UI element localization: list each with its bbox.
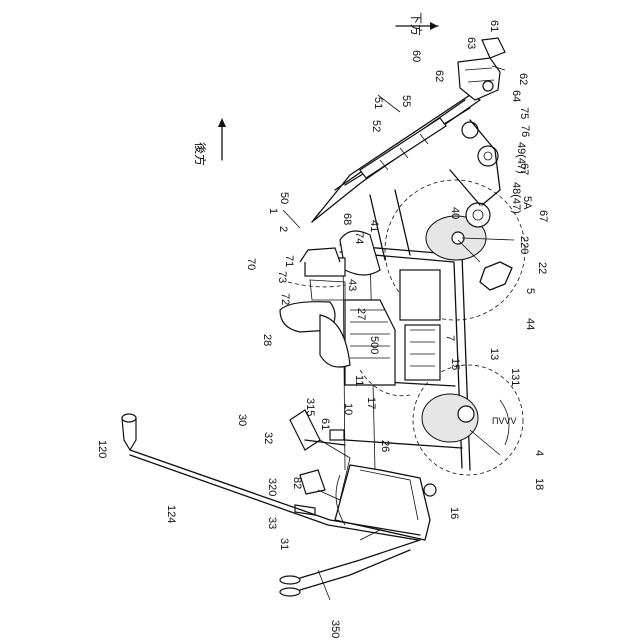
ref-numeral-l_41: 41 — [368, 220, 380, 232]
ref-numeral-l_350: 350 — [329, 620, 341, 638]
engine-44 — [400, 270, 440, 320]
ref-numeral-l_2: 2 — [277, 226, 289, 232]
front-arm-lower — [300, 550, 410, 590]
ref-numeral-l_67b: 67 — [537, 210, 549, 222]
ref-numeral-l_33: 33 — [266, 517, 278, 529]
ref-numeral-l_124: 124 — [165, 505, 177, 523]
front-cowl-inner — [360, 470, 418, 520]
ref-numeral-l_63: 63 — [465, 37, 477, 49]
ref-numeral-l_74: 74 — [353, 232, 365, 244]
ref-numeral-l_30: 30 — [236, 414, 248, 426]
operator-seat — [280, 302, 350, 367]
front-arm-tip-b — [280, 588, 300, 596]
pivot-75 — [462, 122, 478, 138]
drive-pulley-40 — [466, 203, 490, 227]
front-wheel-assembly: ΠVVV — [413, 365, 523, 475]
ref-numeral-l_44: 44 — [524, 318, 536, 330]
ref-numeral-l_7: 7 — [444, 335, 456, 341]
ref-numeral-l_27: 27 — [355, 308, 367, 320]
ref-numeral-l_50: 50 — [278, 192, 290, 204]
ref-numeral-l_68: 68 — [341, 213, 353, 225]
ref-numeral-l_315: 315 — [304, 398, 316, 416]
ref-numeral-l_55: 55 — [400, 95, 412, 107]
tow-post-cap — [122, 414, 136, 422]
rear-arrow-head — [218, 118, 226, 127]
ref-numeral-l_15: 15 — [449, 358, 461, 370]
ref-numeral-l_71: 71 — [283, 255, 295, 267]
lever-61 — [330, 430, 344, 440]
ref-numeral-l_22: 22 — [536, 262, 548, 274]
top-link-71 — [300, 248, 340, 262]
ref-numeral-l_61a: 61 — [488, 20, 500, 32]
ref-numeral-l_131: 131 — [509, 368, 521, 386]
ref-numeral-l_26: 26 — [379, 440, 391, 452]
rear-direction-label: 後方 — [193, 142, 208, 166]
ref-numeral-l_60: 60 — [410, 50, 422, 62]
ref-numeral-l_67a: 67 — [518, 163, 530, 175]
ref-numeral-l_120: 120 — [96, 440, 108, 458]
ref-numeral-l_220: 220 — [518, 236, 530, 254]
tow-post-120 — [122, 418, 136, 450]
ref-numeral-l_5A: 5A — [521, 196, 533, 210]
ref-numeral-l_43: 43 — [346, 279, 358, 291]
down-direction-label: 下方 — [409, 12, 424, 36]
ref-numeral-l_1: 1 — [267, 208, 279, 214]
ref-numeral-l_500: 500 — [368, 336, 380, 354]
ref-numeral-l_16: 16 — [448, 507, 460, 519]
bucket-body-62 — [458, 58, 500, 100]
ref-numeral-l_52: 52 — [370, 120, 382, 132]
ref-numeral-l_17: 17 — [365, 397, 377, 409]
front-implement-350 — [280, 540, 420, 600]
ref-numeral-l_13: 13 — [488, 348, 500, 360]
ref-numeral-l_62b: 62 — [517, 73, 529, 85]
front-arm-upper — [300, 540, 420, 578]
ref-numeral-l_73: 73 — [276, 271, 288, 283]
ref-numeral-l_76: 76 — [519, 125, 531, 137]
implement-boom — [312, 95, 500, 222]
front-tow-pin-16 — [424, 484, 436, 496]
ref-numeral-l_82: 82 — [291, 477, 303, 489]
leader-18 — [470, 430, 500, 455]
arm-5A — [450, 170, 480, 205]
front-arm-tip-a — [280, 576, 300, 584]
bucket-tooth-61 — [482, 38, 505, 58]
ref-numeral-l_62a: 62 — [433, 70, 445, 82]
ref-numeral-l_40: 40 — [449, 207, 461, 219]
bucket-pivot-64 — [483, 81, 493, 91]
link-41b — [395, 190, 410, 255]
ref-numeral-l_4: 4 — [533, 450, 545, 456]
ref-numeral-l_4847: 48(47) — [510, 182, 522, 214]
linkage-dashed-72 — [288, 282, 345, 287]
ref-numeral-l_11: 11 — [353, 375, 365, 386]
transmission-7 — [405, 325, 440, 380]
ref-numeral-l_70: 70 — [245, 258, 257, 270]
ref-numeral-l_5: 5 — [524, 288, 536, 294]
ref-numeral-l_10: 10 — [342, 403, 354, 415]
ref-numeral-l_31: 31 — [278, 538, 290, 550]
tread-mark: ΠVVV — [492, 416, 517, 426]
ref-numeral-l_28: 28 — [261, 334, 273, 346]
ref-numeral-l_64: 64 — [510, 90, 522, 102]
ref-numeral-l_75: 75 — [518, 107, 530, 119]
arm-brace-350 — [318, 570, 330, 600]
front-hub — [458, 406, 474, 422]
ref-numeral-l_51: 51 — [372, 97, 384, 109]
ref-numeral-l_61b: 61 — [319, 418, 331, 430]
ref-numeral-l_18: 18 — [533, 478, 545, 490]
ref-numeral-l_32: 32 — [262, 432, 274, 444]
down-arrow-head — [430, 22, 438, 30]
ref-numeral-l_72: 72 — [279, 293, 291, 305]
rear-hitch-5 — [480, 262, 512, 290]
lower-link-72 — [310, 280, 345, 300]
ref-numeral-l_320: 320 — [266, 478, 278, 496]
